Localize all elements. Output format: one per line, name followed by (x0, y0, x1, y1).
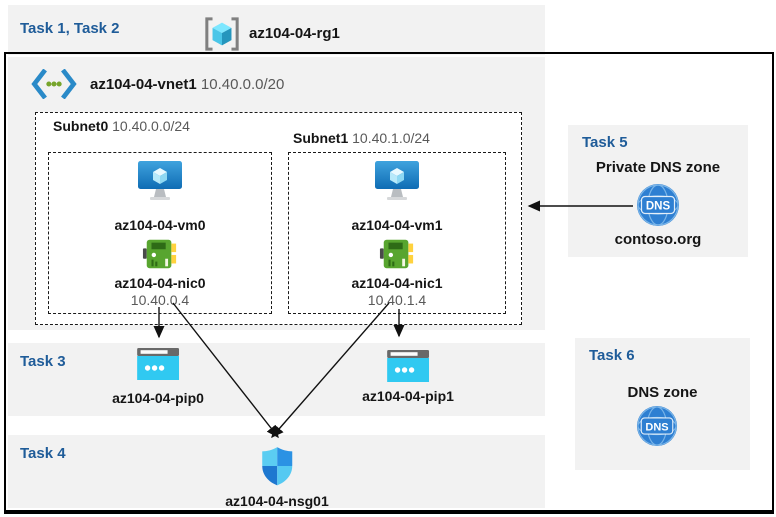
task12-band: Task 1, Task 2 az104-04-rg1 (8, 5, 545, 55)
dns-icon-text: DNS (645, 421, 668, 433)
dns-zone-icon: DNS (636, 405, 678, 447)
resource-group-icon (205, 17, 239, 51)
dns-icon-text: DNS (646, 201, 671, 213)
vm1-icon (375, 161, 419, 200)
vm0-label: az104-04-vm0 (114, 217, 206, 233)
task5-heading: Task 5 (582, 134, 628, 151)
nic1-icon (379, 239, 414, 269)
vnet-name: az104-04-vnet1 (90, 75, 197, 93)
subnet0-name: Subnet0 (53, 118, 109, 134)
private-dns-zone-title: Private DNS zone (595, 159, 721, 176)
pip0-label: az104-04-pip0 (112, 390, 204, 406)
task4-band: Task 4 az104-04-nsg01 (8, 435, 545, 509)
subnet1-box: az104-04-vm1 az104-04-nic1 10.40.1.4 (288, 152, 506, 314)
vm0-icon (138, 161, 182, 200)
private-dns-icon: DNS (637, 184, 679, 226)
pip1-group: az104-04-pip1 (362, 350, 454, 404)
pip0-icon (136, 348, 179, 380)
task5-panel: Task 5 Private DNS zone DNS contoso.org (568, 125, 748, 257)
dns-zone-title: DNS zone (627, 384, 698, 401)
vnet-title: az104-04-vnet1 10.40.0.0/20 (90, 76, 284, 93)
resource-group-name: az104-04-rg1 (249, 25, 340, 42)
task3-band: Task 3 az104-04-pip0 az104-04-pip1 (8, 343, 545, 416)
nsg-shield-icon (261, 447, 293, 486)
nsg-label: az104-04-nsg01 (225, 493, 329, 509)
pip1-icon (386, 350, 429, 382)
nic1-label: az104-04-nic1 (351, 275, 443, 291)
task3-heading: Task 3 (20, 353, 66, 370)
private-dns-zone-name: contoso.org (614, 231, 702, 248)
nic0-label: az104-04-nic0 (114, 275, 206, 291)
nsg-group: az104-04-nsg01 (225, 446, 329, 509)
vm1-label: az104-04-vm1 (351, 217, 443, 233)
subnet0-cidr: 10.40.0.0/24 (112, 118, 190, 134)
nic0-ip: 10.40.0.4 (130, 292, 190, 308)
task6-panel: Task 6 DNS zone DNS (575, 338, 750, 470)
task12-heading: Task 1, Task 2 (20, 20, 120, 37)
nic1-ip: 10.40.1.4 (367, 292, 427, 308)
task6-heading: Task 6 (589, 347, 635, 364)
pip0-group: az104-04-pip0 (112, 348, 204, 406)
vnet-cidr: 10.40.0.0/20 (200, 75, 285, 93)
nic0-icon (142, 239, 177, 269)
subnet1-cidr: 10.40.1.0/24 (352, 130, 430, 146)
subnet1-name: Subnet1 (293, 130, 349, 146)
task4-heading: Task 4 (20, 445, 66, 462)
subnet0-box: az104-04-vm0 az104-04-nic0 10.40.0.4 (48, 152, 272, 314)
subnet0-label: Subnet0 10.40.0.0/24 (53, 118, 190, 134)
pip1-label: az104-04-pip1 (362, 388, 454, 404)
vnet-panel: az104-04-vnet1 10.40.0.0/20 Subnet0 10.4… (8, 57, 545, 330)
virtual-network-icon (31, 69, 77, 99)
subnet1-label: Subnet1 10.40.1.0/24 (293, 130, 430, 146)
